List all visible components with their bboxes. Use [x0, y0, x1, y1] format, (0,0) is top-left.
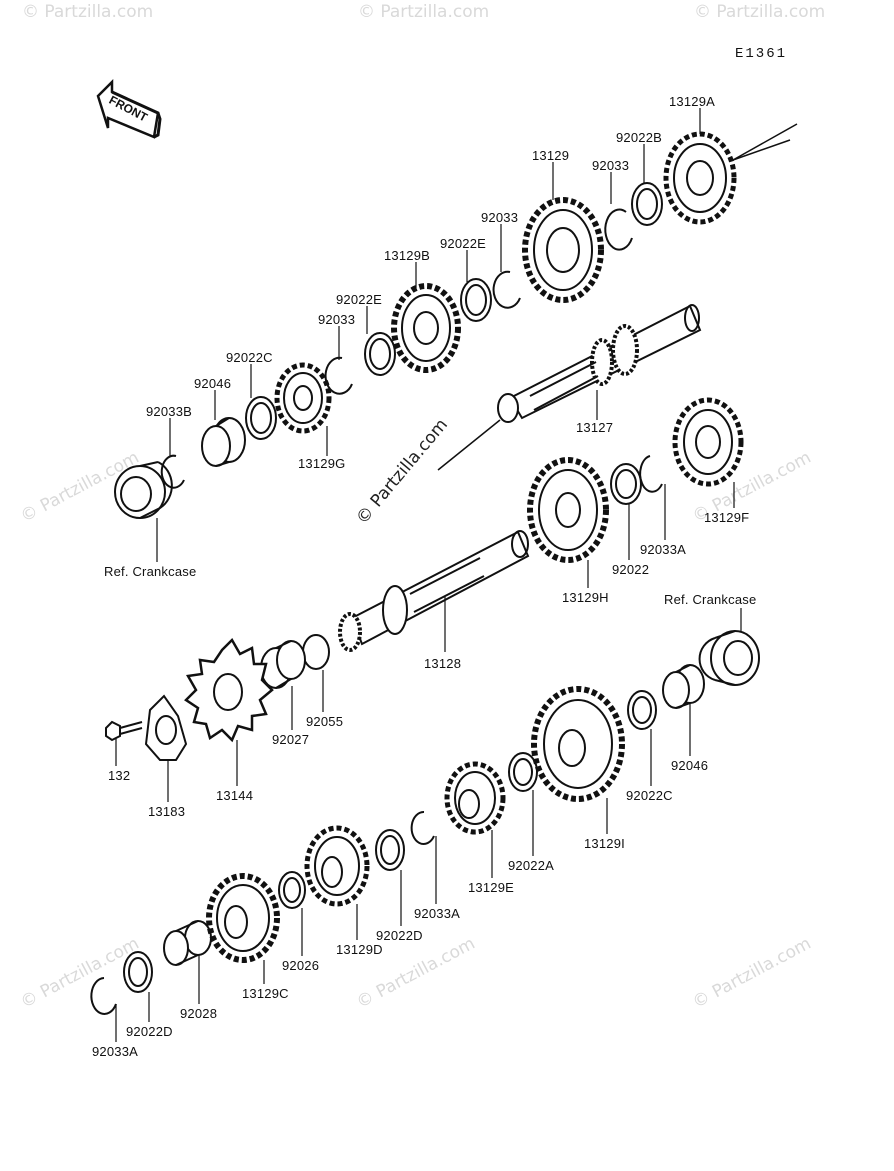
part-label[interactable]: 13183	[148, 804, 186, 819]
part-label[interactable]: 13129F	[704, 510, 750, 525]
watermark: © Partzilla.com	[358, 2, 490, 22]
circlip-92033B	[160, 454, 185, 489]
circlip-92033	[604, 208, 633, 251]
crankcase-bearing	[114, 461, 173, 519]
bearing-92046	[201, 417, 246, 467]
circlip-92033A	[639, 455, 663, 493]
part-label[interactable]: 92022D	[376, 928, 423, 943]
gear-13129I	[531, 686, 625, 802]
part-label[interactable]: 13129E	[468, 880, 515, 895]
part-label[interactable]: 92046	[194, 376, 232, 391]
gear-13129B	[391, 283, 461, 373]
part-label[interactable]: 92055	[306, 714, 344, 729]
gear-13129C	[206, 873, 280, 963]
part-label[interactable]: 13129I	[584, 836, 625, 851]
washer-92022A	[508, 752, 538, 792]
bearing-92046	[662, 664, 705, 709]
crankcase-bearing	[698, 630, 760, 686]
part-label[interactable]: 92022E	[336, 292, 383, 307]
bushing-92028	[163, 920, 212, 966]
circlip-92033	[492, 270, 521, 309]
figure-code: E1361	[735, 46, 788, 62]
washer-92022C	[627, 690, 657, 730]
part-label[interactable]: 13129C	[242, 986, 289, 1001]
part-label[interactable]: Ref. Crankcase	[664, 592, 757, 607]
part-label[interactable]: 13129	[532, 148, 570, 163]
washer-92026	[278, 871, 306, 909]
shaft-13128	[338, 530, 530, 652]
part-label[interactable]: 92046	[671, 758, 709, 773]
front-arrow-icon	[96, 78, 162, 139]
part-label[interactable]: 92022C	[626, 788, 673, 803]
washer-92022D	[375, 829, 405, 871]
part-label[interactable]: 92033	[481, 210, 519, 225]
washer-92022	[610, 463, 642, 505]
sprocket-13144	[184, 637, 274, 743]
gear-13129G	[274, 362, 332, 434]
watermark: © Partzilla.com	[694, 2, 826, 22]
part-label[interactable]: 92033B	[146, 404, 193, 419]
part-label[interactable]: 92022C	[226, 350, 273, 365]
part-label[interactable]: Ref. Crankcase	[104, 564, 197, 579]
part-label[interactable]: 132	[108, 768, 131, 783]
part-label[interactable]: 92033A	[640, 542, 687, 557]
gear-13129E	[444, 761, 506, 835]
circlip-92033	[324, 356, 353, 395]
oring-92055	[302, 634, 330, 670]
part-label[interactable]: 92026	[282, 958, 320, 973]
gear-13129	[522, 197, 604, 303]
part-label[interactable]: 92033A	[414, 906, 461, 921]
part-label[interactable]: 13129D	[336, 942, 383, 957]
shaft-13127	[497, 304, 702, 423]
part-label[interactable]: 92022D	[126, 1024, 173, 1039]
washer-92022D	[123, 951, 153, 993]
part-label[interactable]: 92022	[612, 562, 650, 577]
part-label[interactable]: 92033	[592, 158, 630, 173]
part-label[interactable]: 13129A	[669, 94, 716, 109]
part-label[interactable]: 92033A	[92, 1044, 139, 1059]
washer-92022E	[460, 278, 492, 322]
circlip-92033A	[90, 977, 117, 1015]
part-label[interactable]: 92033	[318, 312, 356, 327]
part-label[interactable]: 13129G	[298, 456, 346, 471]
part-label[interactable]: 92022A	[508, 858, 555, 873]
part-label[interactable]: 92027	[272, 732, 310, 747]
part-label[interactable]: 13129B	[384, 248, 431, 263]
part-label[interactable]: 13129H	[562, 590, 609, 605]
part-label[interactable]: 13127	[576, 420, 614, 435]
bolt-132	[105, 720, 143, 742]
part-label[interactable]: 92022E	[440, 236, 487, 251]
gear-13129D	[304, 825, 370, 907]
watermark: © Partzilla.com	[22, 2, 154, 22]
part-label[interactable]: 13144	[216, 788, 254, 803]
gear-13129F	[672, 397, 744, 487]
gear-13129A	[663, 131, 737, 225]
gear-13129H	[527, 457, 609, 563]
washer-92022E	[364, 332, 396, 376]
part-label[interactable]: 13128	[424, 656, 462, 671]
collar-92027	[260, 640, 306, 689]
part-label[interactable]: 92028	[180, 1006, 218, 1021]
part-label[interactable]: 92022B	[616, 130, 663, 145]
washer-92022B	[631, 182, 663, 226]
circlip-92033A	[410, 810, 435, 845]
washer-92022C	[245, 396, 277, 440]
plate-13183	[144, 694, 188, 761]
